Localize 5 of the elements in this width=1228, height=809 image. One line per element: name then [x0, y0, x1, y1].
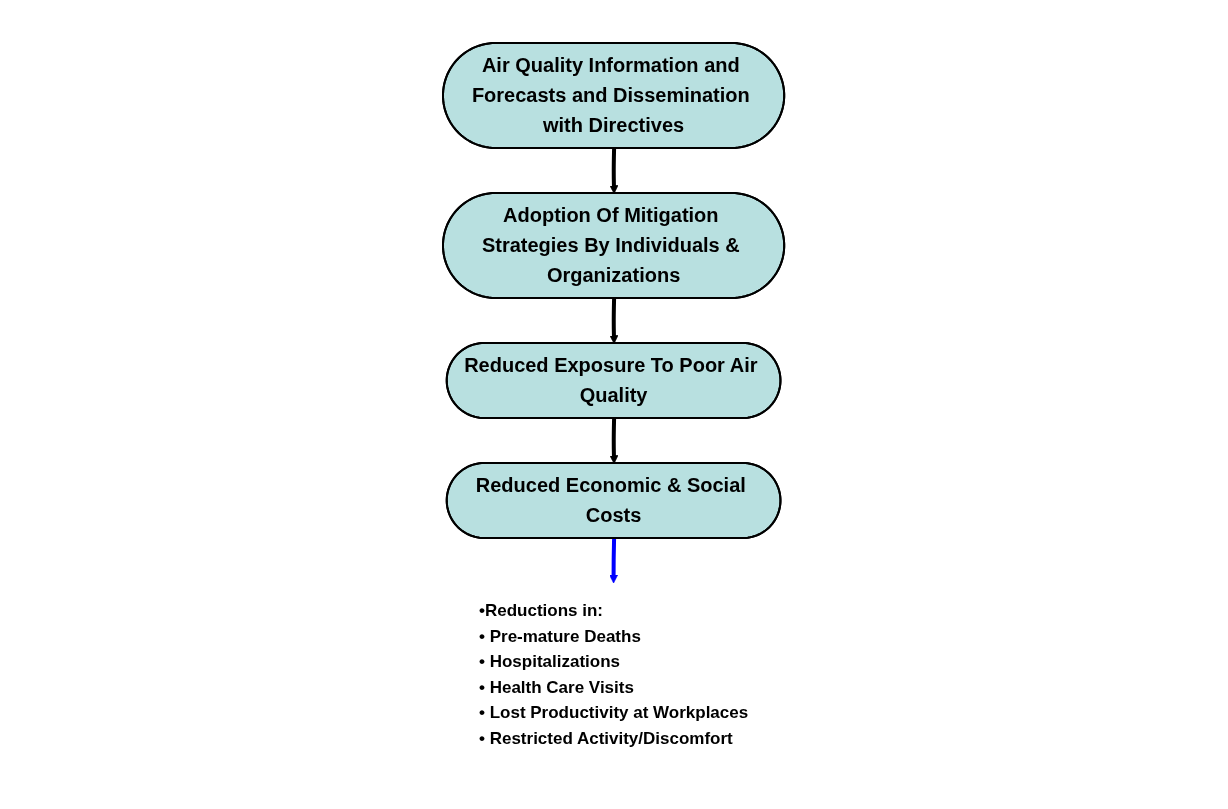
arrow	[609, 148, 619, 194]
arrow	[609, 538, 619, 584]
arrow	[609, 298, 619, 344]
node-text: •Reductions in: • Pre-mature Deaths • Hospitalizations • Health Care Visits • Lost Productivity at Workplaces • Restricted Activity/Discomfort	[479, 600, 749, 748]
arrow	[609, 418, 619, 464]
